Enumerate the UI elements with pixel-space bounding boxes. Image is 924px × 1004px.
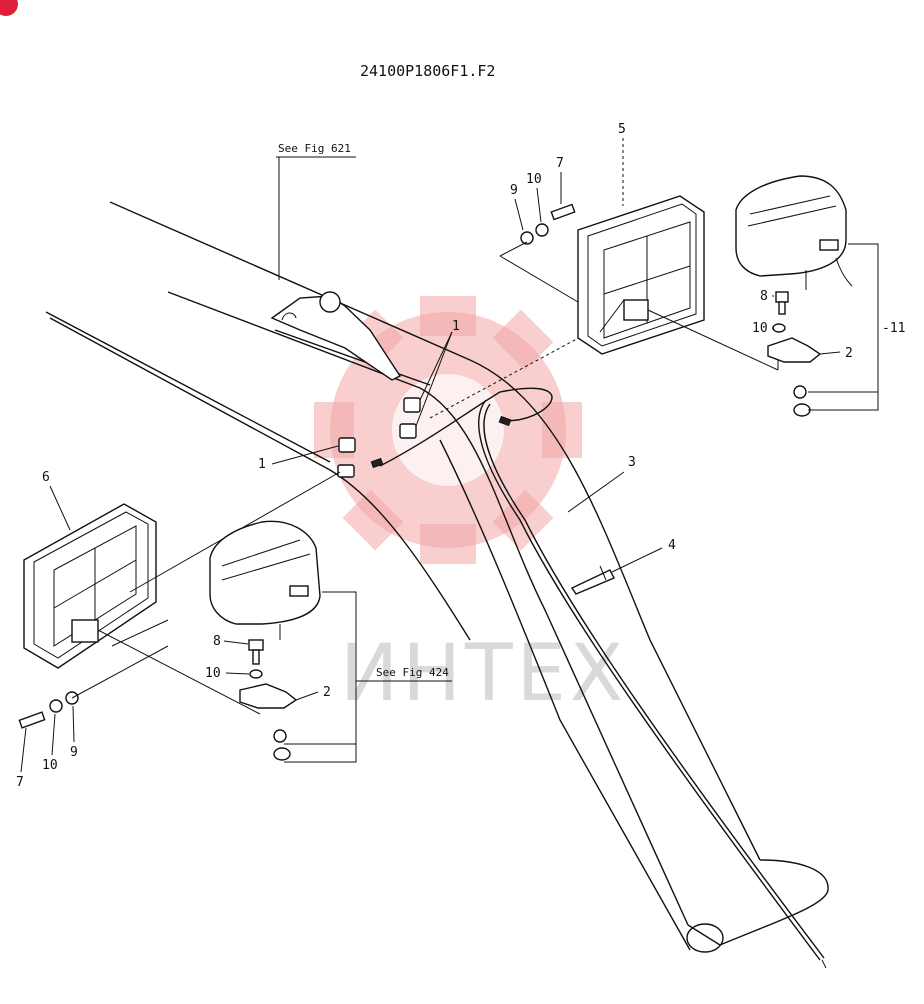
boom-bracket <box>270 291 402 381</box>
callout-9-bottom: 9 <box>70 745 78 760</box>
callout-7-top: 7 <box>556 156 564 171</box>
callout-2-right: 2 <box>845 346 853 361</box>
callout-8-right: 8 <box>760 289 768 304</box>
see-fig-424-label: See Fig 424 <box>376 666 449 679</box>
wire-harness <box>370 333 827 969</box>
work-lamp-left <box>209 520 357 763</box>
callout-1-left: 1 <box>258 457 266 472</box>
callout-3: 3 <box>628 455 636 470</box>
reference-424: See Fig 424 <box>356 666 452 682</box>
fasteners-left <box>18 639 298 761</box>
callout-8-left: 8 <box>213 634 221 649</box>
work-lamp-right <box>735 175 853 290</box>
callout-10-right: 10 <box>752 321 768 336</box>
reference-621: See Fig 621 <box>276 142 356 280</box>
callout-5: 5 <box>618 122 626 137</box>
boom-arm <box>45 201 829 953</box>
callout-10-top: 10 <box>526 172 542 187</box>
drawing-code: 24100P1806F1.F2 <box>360 62 495 80</box>
callout-labels: 1 1 2 2 3 4 5 6 7 7 8 8 9 9 10 10 10 10 … <box>16 122 905 790</box>
lamp-guard-left <box>23 471 341 715</box>
callout-1-top: 1 <box>452 319 460 334</box>
callout-4: 4 <box>668 538 676 553</box>
see-fig-621-label: See Fig 621 <box>278 142 351 155</box>
callout-7-bottom: 7 <box>16 775 24 790</box>
watermark-text: ИНТЕХ <box>340 629 627 719</box>
fasteners-right <box>499 203 879 417</box>
callout-2-left: 2 <box>323 685 331 700</box>
callout-10-bottom: 10 <box>42 758 58 773</box>
callout-6: 6 <box>42 470 50 485</box>
cable-tie <box>570 565 615 595</box>
lamp-guard-right <box>577 195 779 371</box>
callout-11: -11 <box>882 321 905 336</box>
callout-9-top: 9 <box>510 183 518 198</box>
clip-parts <box>271 331 453 478</box>
callout-10-left: 10 <box>205 666 221 681</box>
corner-badge <box>0 0 18 16</box>
